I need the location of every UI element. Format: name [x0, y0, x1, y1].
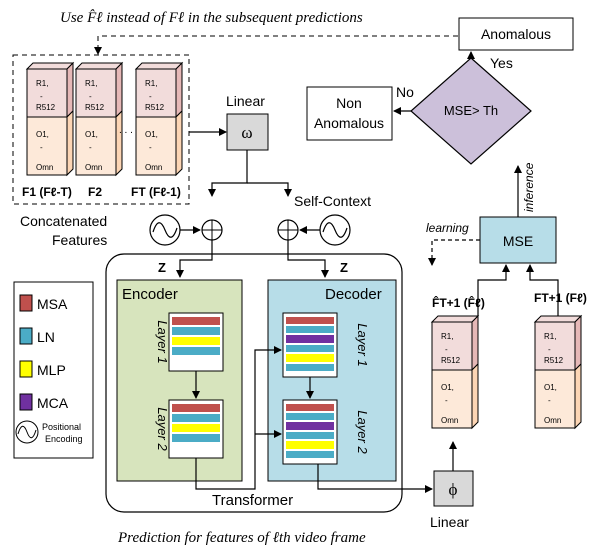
omega-symbol: ω — [241, 123, 252, 142]
legend-mca-label: MCA — [37, 395, 69, 411]
decoder-layer1-label: Layer 1 — [355, 323, 370, 366]
bottom-caption: Prediction for features of ℓth video fra… — [117, 530, 366, 546]
predicted-feature-block — [431, 315, 479, 429]
encoder-layer1-label: Layer 1 — [155, 320, 170, 363]
decision-label: MSE> Th — [444, 103, 498, 118]
self-context-label: Self-Context — [294, 193, 371, 209]
svg-text:R512: R512 — [544, 356, 564, 365]
mse-label: MSE — [503, 233, 533, 249]
svg-text:Omn: Omn — [145, 163, 162, 172]
non-anomalous-line2: Anomalous — [314, 115, 384, 131]
legend-mca-swatch — [19, 393, 33, 411]
feature-label-f2: F2 — [88, 185, 102, 199]
decision-diamond — [410, 57, 532, 165]
non-anomalous-box — [306, 86, 393, 141]
svg-text:R512: R512 — [85, 103, 105, 112]
svg-text:-: - — [89, 92, 92, 101]
phi-symbol: ϕ — [449, 480, 458, 499]
feature-block-f2 — [75, 62, 123, 176]
svg-text:R512: R512 — [441, 356, 461, 365]
svg-text:O1,: O1, — [85, 130, 98, 139]
non-anomalous-line1: Non — [336, 95, 362, 111]
svg-text:O1,: O1, — [36, 130, 49, 139]
svg-text:O1,: O1, — [544, 383, 557, 392]
svg-text:-: - — [548, 345, 551, 354]
encoder-layer-1 — [168, 312, 224, 372]
linear-bottom-label: Linear — [430, 514, 469, 530]
mse-box — [479, 216, 557, 264]
svg-text:R512: R512 — [145, 103, 165, 112]
positional-encoding-icon-left — [149, 214, 181, 246]
svg-text:-: - — [40, 143, 43, 152]
legend-msa-label: MSA — [37, 296, 68, 312]
svg-text:O1,: O1, — [145, 130, 158, 139]
inference-label: inference — [522, 162, 536, 212]
legend-mlp-label: MLP — [37, 362, 66, 378]
feature-label-ft: FT (Fℓ-1) — [131, 185, 181, 199]
no-label: No — [396, 84, 414, 100]
learning-label: learning — [426, 221, 469, 235]
svg-text:Omn: Omn — [544, 416, 561, 425]
svg-text:-: - — [445, 345, 448, 354]
concatenated-title-2: Features — [52, 232, 107, 248]
feature-block-ft — [135, 62, 183, 176]
legend-positional-1: Positional — [42, 422, 81, 432]
encoder-title: Encoder — [122, 286, 178, 303]
legend-mlp-swatch — [19, 360, 33, 378]
anomalous-box — [458, 17, 574, 51]
adder-left — [201, 219, 223, 241]
groundtruth-feature-block — [534, 315, 582, 429]
svg-text:-: - — [149, 92, 152, 101]
svg-text:-: - — [149, 143, 152, 152]
svg-text:Omn: Omn — [441, 416, 458, 425]
feature-block-f1 — [26, 62, 74, 176]
decoder-layer-1 — [282, 312, 338, 378]
legend-msa-swatch — [19, 294, 33, 312]
feature-r1-label: R1, — [36, 79, 48, 88]
predicted-feature-label: F̂T+1 (F̂ℓ) — [432, 295, 485, 310]
svg-text:-: - — [89, 143, 92, 152]
yes-label: Yes — [490, 55, 513, 71]
positional-encoding-icon-right — [319, 214, 351, 246]
svg-text:-: - — [548, 396, 551, 405]
adder-right — [277, 219, 299, 241]
linear-top-label: Linear — [226, 93, 265, 109]
z-left: Z — [158, 260, 166, 275]
svg-text:Omn: Omn — [85, 163, 102, 172]
feature-label-f1: F1 (Fℓ-T) — [22, 185, 72, 199]
legend-positional-2: Encoding — [45, 434, 83, 444]
svg-text:R512: R512 — [36, 103, 56, 112]
decoder-title: Decoder — [325, 286, 382, 303]
feedback-caption: Use F̂ℓ instead of Fℓ in the subsequent … — [60, 10, 363, 26]
phi-linear-box — [433, 470, 474, 507]
svg-text:R1,: R1, — [441, 332, 453, 341]
ellipsis-dots: . . . — [119, 125, 133, 136]
z-right: Z — [340, 260, 348, 275]
concatenated-title-1: Concatenated — [20, 213, 107, 229]
svg-text:R1,: R1, — [85, 79, 97, 88]
encoder-layer-2 — [168, 399, 224, 459]
decoder-layer-2 — [282, 399, 338, 465]
legend-ln-swatch — [19, 327, 33, 345]
omega-linear-box — [226, 113, 269, 151]
svg-text:O1,: O1, — [441, 383, 454, 392]
anomalous-label: Anomalous — [481, 26, 551, 42]
decoder-layer2-label: Layer 2 — [355, 410, 370, 454]
svg-text:-: - — [40, 92, 43, 101]
legend-ln-label: LN — [37, 329, 55, 345]
svg-text:R1,: R1, — [145, 79, 157, 88]
svg-text:Omn: Omn — [36, 163, 53, 172]
transformer-box — [105, 253, 403, 513]
transformer-label: Transformer — [212, 492, 293, 509]
svg-text:-: - — [445, 396, 448, 405]
legend-positional-icon — [15, 420, 39, 444]
groundtruth-feature-label: FT+1 (Fℓ) — [534, 291, 587, 305]
svg-text:R1,: R1, — [544, 332, 556, 341]
encoder-layer2-label: Layer 2 — [155, 407, 170, 451]
